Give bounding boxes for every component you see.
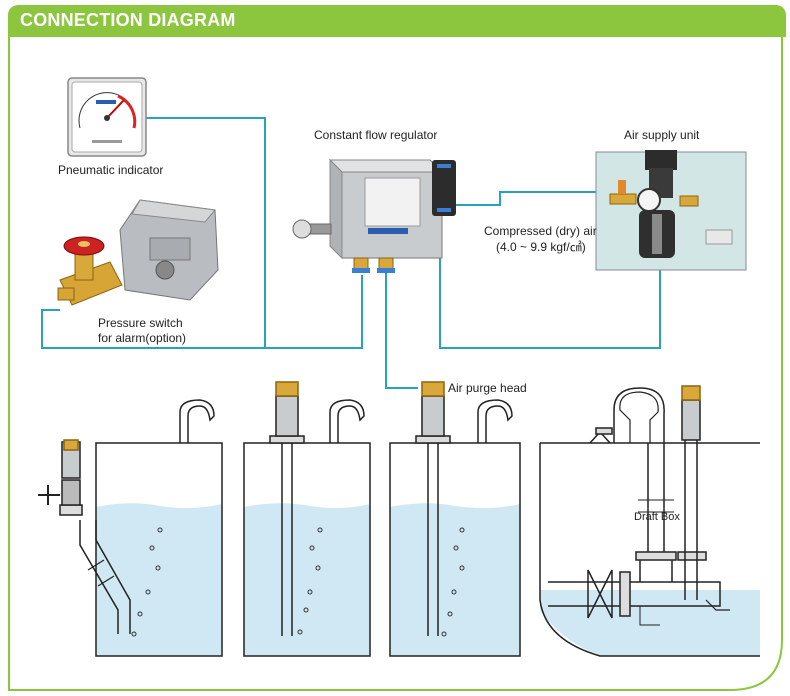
pressure-switch-image — [57, 199, 219, 306]
tank-2 — [243, 381, 371, 657]
bubbles-tank-2 — [297, 527, 323, 635]
label-air-purge-head: Air purge head — [448, 381, 527, 395]
tank-1 — [38, 399, 223, 657]
tank-3 — [389, 381, 521, 657]
hull-tank — [539, 385, 760, 657]
line-air-supply-top — [455, 191, 600, 206]
air-lines — [41, 117, 661, 389]
label-pressure-switch-alarm: for alarm(option) — [98, 331, 187, 345]
label-pressure-switch: Pressure switch — [98, 316, 183, 330]
air-supply-unit-image — [595, 150, 747, 271]
line-air-supply — [439, 210, 661, 349]
frame-border — [8, 36, 783, 691]
label-air-supply-unit: Air supply unit — [624, 128, 700, 142]
label-constant-flow-regulator: Constant flow regulator — [314, 128, 438, 142]
bubbles-tank-1 — [131, 527, 163, 637]
label-pneumatic-indicator: Pneumatic indicator — [58, 163, 164, 177]
line-pressure-switch — [41, 275, 363, 349]
label-compressed-air-pressure: (4.0 ~ 9.9 kgf/㎠) — [496, 240, 586, 254]
label-compressed-air: Compressed (dry) air — [484, 224, 597, 238]
bubbles-tank-3 — [441, 527, 465, 637]
header-bar — [8, 5, 786, 37]
pneumatic-indicator-image — [67, 77, 147, 157]
line-purge-head — [385, 268, 418, 389]
line-indicator — [145, 117, 266, 348]
page-title: CONNECTION DIAGRAM — [20, 10, 236, 30]
constant-flow-regulator-image — [292, 158, 456, 273]
label-draft-box: Draft Box — [634, 511, 680, 523]
